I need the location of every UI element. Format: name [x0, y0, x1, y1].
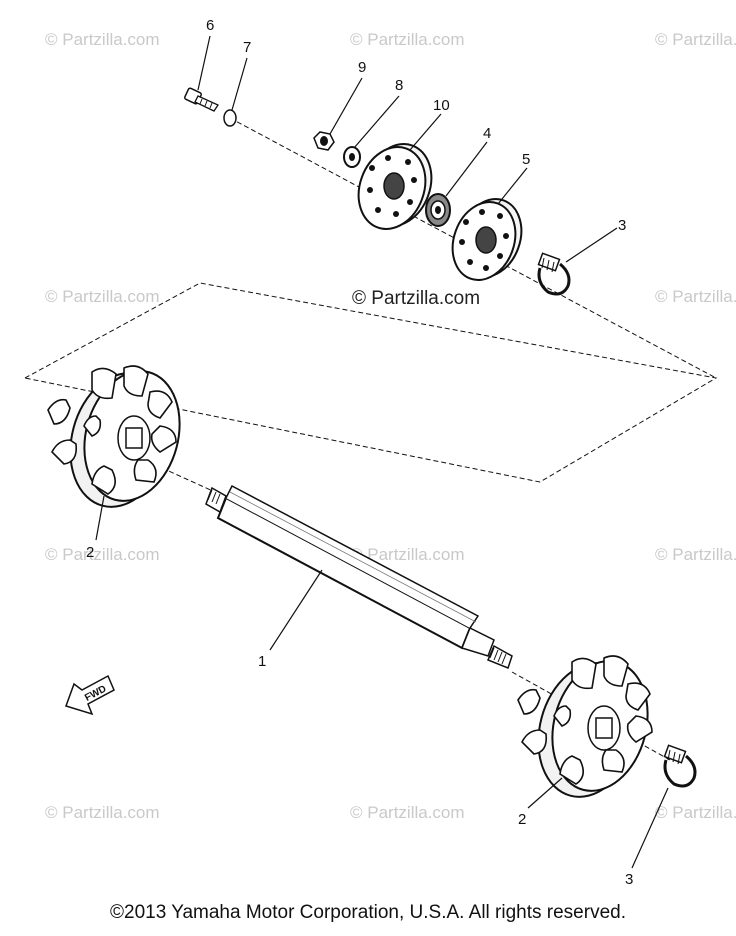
- callout-3-lower: 3: [625, 871, 633, 888]
- callout-10: 10: [433, 97, 450, 114]
- watermark: © Partzilla.com: [655, 545, 736, 564]
- callout-8: 8: [395, 77, 403, 94]
- watermark: © Partzilla.com: [45, 545, 160, 564]
- watermark-main: © Partzilla.com: [352, 288, 480, 309]
- watermark: © Partzilla.com: [655, 30, 736, 49]
- lower-axis-line: [139, 457, 216, 493]
- callout-4: 4: [483, 125, 491, 142]
- clamp-part: [537, 252, 571, 296]
- callout-3-upper: 3: [618, 217, 626, 234]
- nut-part: [313, 131, 335, 151]
- callout-labels: 6 7 9 8 10 4 5 3 2 1 2 3: [86, 17, 633, 888]
- watermark: © Partzilla.com: [350, 803, 465, 822]
- callout-9: 9: [358, 59, 366, 76]
- sprocket-part: [517, 655, 653, 798]
- callout-2-right: 2: [518, 811, 526, 828]
- callout-1: 1: [258, 653, 266, 670]
- washer-part: [343, 146, 361, 168]
- callout-6: 6: [206, 17, 214, 34]
- watermark: © Partzilla.com: [350, 30, 465, 49]
- plate-part: [357, 143, 433, 230]
- watermark: © Partzilla.com: [45, 287, 160, 306]
- copyright-notice: ©2013 Yamaha Motor Corporation, U.S.A. A…: [110, 902, 626, 923]
- callout-7: 7: [243, 39, 251, 56]
- leader-lines: [95, 35, 669, 869]
- watermark: © Partzilla.com: [45, 803, 160, 822]
- bolt-part: [184, 87, 219, 112]
- watermark: © Partzilla.com: [350, 545, 465, 564]
- watermark: © Partzilla.com: [45, 30, 160, 49]
- washer-part: [223, 109, 237, 127]
- callout-5: 5: [522, 151, 530, 168]
- watermark-group: © Partzilla.com © Partzilla.com © Partzi…: [45, 30, 736, 822]
- forward-arrow-icon: FWD: [65, 674, 115, 716]
- shaft-part: [205, 484, 513, 669]
- sprocket-part: [47, 365, 181, 508]
- clamp-part: [663, 744, 697, 788]
- plate-part: [451, 198, 523, 281]
- watermark: © Partzilla.com: [655, 803, 736, 822]
- watermark: © Partzilla.com: [655, 287, 736, 306]
- bearing-part: [425, 193, 451, 227]
- callout-2-left: 2: [86, 544, 94, 561]
- assembly-dashed-outline: [23, 282, 718, 483]
